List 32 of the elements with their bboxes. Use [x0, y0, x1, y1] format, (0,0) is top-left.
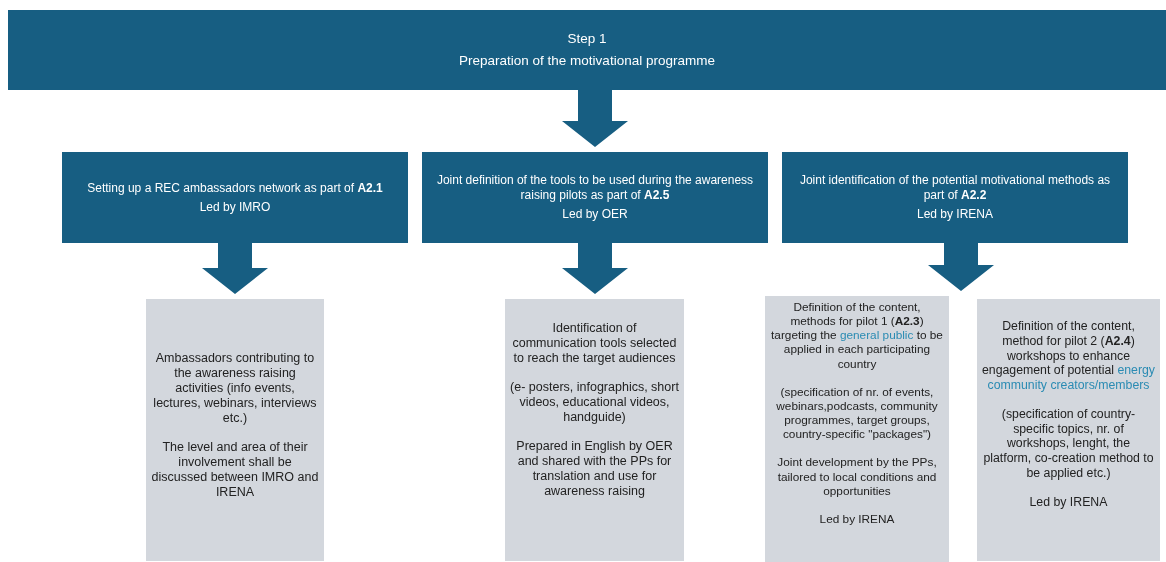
- box-heading: Step 1: [567, 31, 607, 48]
- block-arrow: [202, 243, 268, 294]
- box-text: Definition of the content, method for pilot 2 (A2.4) workshops to enhance engagement of potential energy community creators/members: [982, 319, 1155, 393]
- box-text: Led by IMRO: [199, 200, 271, 215]
- box-text: Ambassadors contributing to the awareness raising activities (info events, lectures, webinars, interviews etc.): [152, 351, 318, 426]
- step-box: [8, 10, 1166, 90]
- box-heading: Setting up a REC ambassadors network as part of A2.1: [87, 180, 383, 195]
- box-text: (specification of country-specific topics, nr. of workshops, lenght, the platform, co-creation method to be applied etc.): [982, 406, 1155, 481]
- box-text: Joint development by the PPs, tailored to local conditions and opportunities: [776, 455, 938, 498]
- step-box: [422, 152, 768, 243]
- step-box: [782, 152, 1128, 243]
- box-text: (specification of nr. of events, webinars,podcasts, community programmes, target groups, country-specific "packages"): [775, 384, 939, 442]
- box-text: Definition of the content, methods for pilot 1 (A2.3) targeting the general public to be applied in each participating country: [770, 300, 944, 371]
- box-text: Led by IRENA: [819, 511, 895, 527]
- block-arrow: [562, 90, 628, 147]
- box-text: Led by IRENA: [1029, 494, 1108, 510]
- box-heading: Joint definition of the tools to be used during the awareness raising pilots as part of A2.5: [436, 173, 754, 203]
- note-box: [977, 299, 1160, 561]
- box-heading: Joint identification of the potential motivational methods as part of A2.2: [798, 173, 1112, 203]
- box-text: The level and area of their involvement shall be discussed between IMRO and IRENA: [151, 440, 319, 500]
- box-text: Preparation of the motivational programme: [459, 52, 715, 69]
- step-box: [62, 152, 408, 243]
- box-text: Led by IRENA: [916, 207, 993, 222]
- note-box: [146, 299, 324, 561]
- box-text: Prepared in English by OER and shared with the PPs for translation and use for awareness raising: [515, 439, 674, 499]
- box-text: Led by OER: [562, 207, 628, 222]
- block-arrow: [562, 243, 628, 294]
- block-arrow: [928, 243, 994, 291]
- box-text: Identification of communication tools selected to reach the target audiences: [511, 321, 678, 366]
- note-box: [765, 296, 949, 562]
- note-box: [505, 299, 684, 561]
- box-text: (e- posters, infographics, short videos, educational videos, handguide): [510, 380, 679, 425]
